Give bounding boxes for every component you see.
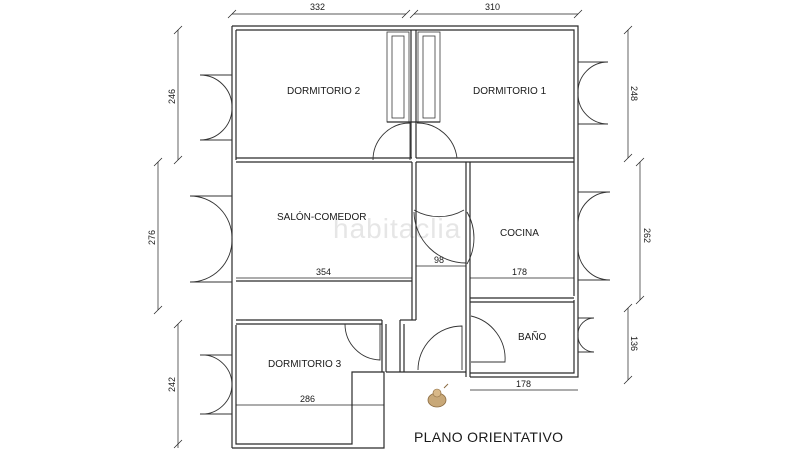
room-label-cocina: COCINA — [500, 228, 539, 239]
dim-right-upper: 248 — [629, 86, 639, 101]
watermark: habitaclia — [333, 213, 461, 244]
dim-top-left: 332 — [310, 2, 325, 12]
windows — [189, 61, 611, 415]
dim-right-middle: 262 — [642, 228, 652, 243]
interior-walls — [236, 30, 574, 377]
room-label-dormitorio-3: DORMITORIO 3 — [268, 359, 342, 370]
room-label-dormitorio-1: DORMITORIO 1 — [473, 86, 547, 97]
room-label-salon-comedor: SALÓN-COMEDOR — [277, 210, 366, 223]
dim-bano-width: 178 — [516, 379, 531, 389]
dimension-lines — [153, 9, 645, 449]
dim-dormitorio3-width: 286 — [300, 394, 315, 404]
doors — [344, 122, 506, 371]
room-label-bano: BAÑO — [518, 330, 547, 343]
dim-right-lower: 136 — [629, 336, 639, 351]
dim-left-upper: 246 — [167, 89, 177, 104]
room-label-dormitorio-2: DORMITORIO 2 — [287, 86, 361, 97]
dim-salon-width: 354 — [316, 267, 331, 277]
dim-cocina-width: 178 — [512, 267, 527, 277]
plan-caption: PLANO ORIENTATIVO — [414, 429, 563, 445]
dim-left-lower: 242 — [167, 377, 177, 392]
entrance-figure-icon — [427, 383, 449, 408]
dim-top-right: 310 — [485, 2, 500, 12]
dim-corridor-width: 98 — [434, 255, 444, 265]
dim-left-middle: 276 — [147, 230, 157, 245]
